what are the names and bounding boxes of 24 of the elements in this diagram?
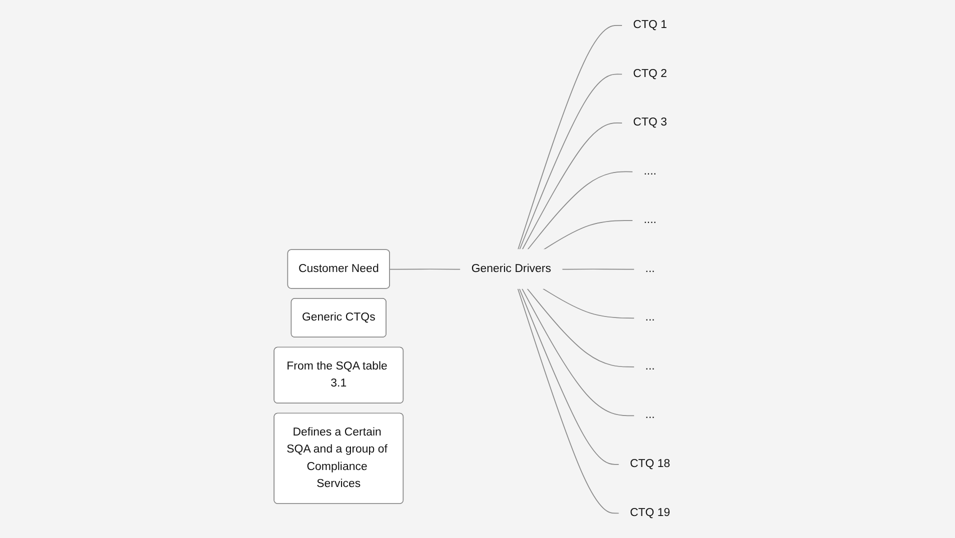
node-text: CTQ 3	[633, 116, 667, 128]
connector	[522, 122, 624, 250]
node-text: Generic Drivers	[471, 262, 552, 275]
connector	[517, 288, 620, 514]
connector	[542, 220, 634, 250]
node-text: CTQ 18	[630, 458, 670, 470]
node-text: ...	[645, 360, 655, 372]
connector	[522, 288, 636, 416]
connector	[562, 268, 636, 270]
connector	[542, 288, 636, 319]
node-text: ...	[645, 262, 655, 275]
connector	[519, 74, 624, 250]
connector	[526, 171, 634, 250]
connector	[517, 24, 624, 250]
connector	[526, 288, 636, 368]
node-text: ...	[645, 408, 655, 422]
connector	[519, 288, 620, 465]
node-text: ...	[645, 311, 655, 324]
node-text: CTQ 1	[633, 18, 667, 31]
node-text: ....	[644, 214, 656, 226]
node-text: ....	[644, 164, 656, 178]
node-text: CTQ 2	[633, 67, 667, 80]
connector	[390, 268, 462, 270]
node-text: CTQ 19	[630, 506, 670, 519]
